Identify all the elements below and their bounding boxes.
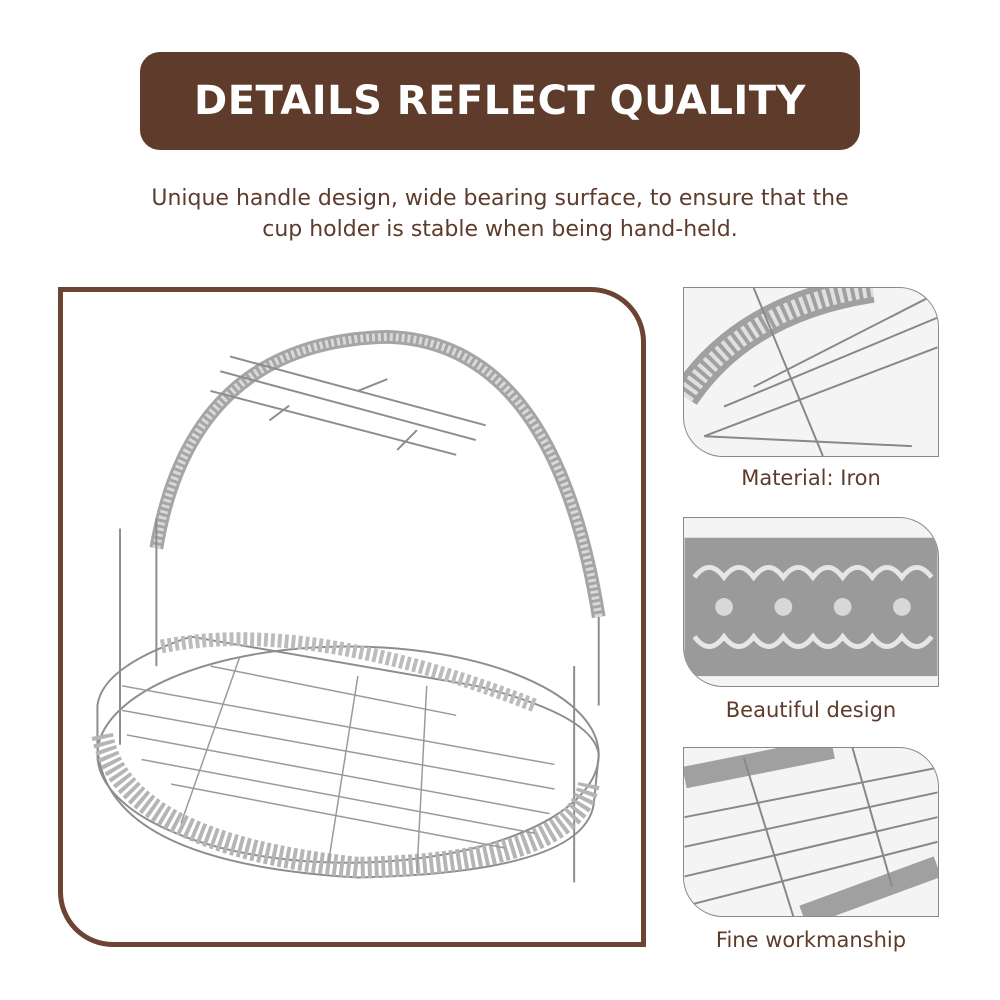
description-line-2: cup holder is stable when being hand-hel… bbox=[262, 217, 738, 242]
detail-image-material bbox=[683, 287, 939, 457]
description-line-1: Unique handle design, wide bearing surfa… bbox=[151, 186, 849, 211]
detail-image-design bbox=[683, 517, 939, 687]
detail-image-workmanship bbox=[683, 747, 939, 917]
detail-illustration-grid bbox=[684, 748, 938, 916]
caption-material: Material: Iron bbox=[741, 466, 881, 490]
caption-design: Beautiful design bbox=[725, 698, 897, 722]
title-banner: DETAILS REFLECT QUALITY bbox=[140, 52, 860, 150]
main-product-image bbox=[58, 287, 646, 947]
description: Unique handle design, wide bearing surfa… bbox=[100, 183, 900, 245]
detail-illustration-pattern bbox=[684, 537, 938, 677]
detail-illustration-handle bbox=[684, 288, 938, 456]
cup-holder-rack-illustration bbox=[91, 329, 606, 883]
page-title: DETAILS REFLECT QUALITY bbox=[194, 78, 806, 124]
caption-workmanship: Fine workmanship bbox=[715, 928, 907, 952]
